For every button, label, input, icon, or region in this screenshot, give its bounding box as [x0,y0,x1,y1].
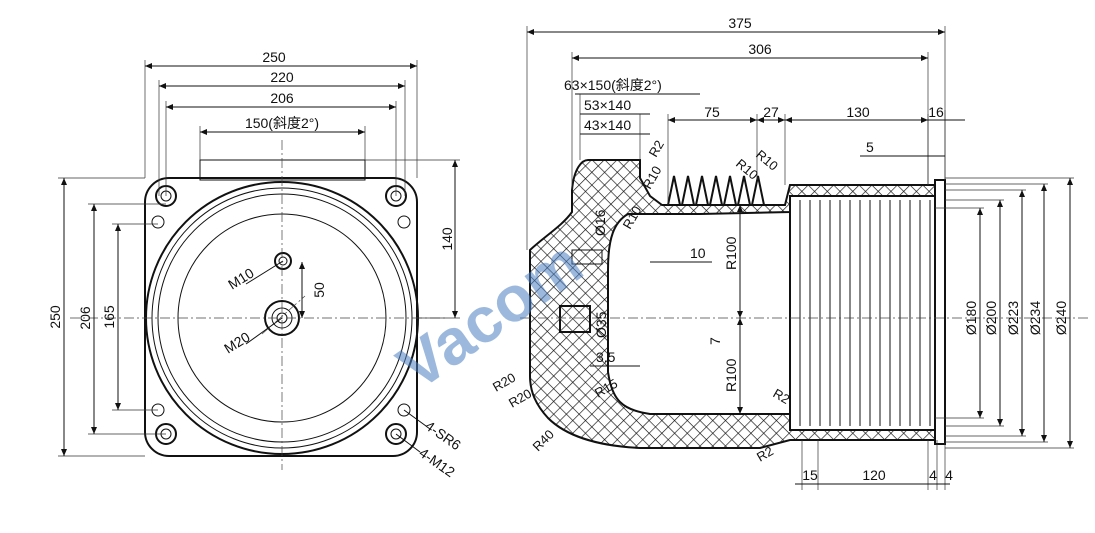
dim-d200: Ø200 [983,301,999,335]
rib-63x150: 63×150(斜度2°) [564,77,662,93]
sr6-seats [151,215,411,417]
dim-75: 75 [704,104,720,120]
dim-16: 16 [928,104,944,120]
dim-d240: Ø240 [1053,301,1069,335]
front-vertical-dims: 250 206 165 140 50 [47,159,460,457]
rib-43x140: 43×140 [584,117,631,133]
bellows-band [789,195,936,431]
dim-306: 306 [748,41,772,57]
dim-206-left: 206 [77,306,93,330]
label-r100-bottom: R100 [723,358,739,392]
dim-120: 120 [862,467,886,483]
section-overall-dims: 375 306 [526,15,946,250]
dim-15: 15 [802,467,818,483]
dim-d223: Ø223 [1005,301,1021,335]
callout-m10: M10 [225,264,257,292]
dim-4-b: 4 [945,467,953,483]
dim-50: 50 [311,282,327,298]
dim-165: 165 [101,305,117,329]
m16-bore [571,249,603,265]
body-section [529,159,936,449]
bellows-lines [799,200,931,426]
dim-150: 150(斜度2°) [245,115,319,131]
fillet-r2-a: R2 [771,386,793,407]
dim-220: 220 [270,69,294,85]
end-flange [934,179,946,445]
top-chain-dims: 75 27 130 16 5 [667,104,965,205]
rib-labels: 63×150(斜度2°) 53×140 43×140 [564,77,700,160]
fillet-r2-b: R2 [754,443,776,464]
label-d16: Ø16 [592,209,608,236]
dim-d180: Ø180 [963,301,979,335]
m10-hole [274,252,292,270]
dim-250-top: 250 [262,49,286,65]
section-view: 375 306 63×150(斜度2°) 53×140 43×140 75 2 [490,15,1090,490]
fillet-r20-a: R20 [490,370,518,395]
label-r2-top: R2 [646,138,667,160]
front-view: 250 220 206 150(斜度2°) 250 206 [47,49,464,480]
dim-27: 27 [763,104,779,120]
top-boss [199,159,366,181]
label-r10-d: R10 [640,163,665,191]
rib-53x140: 53×140 [584,97,631,113]
label-r100-top: R100 [723,236,739,270]
fillet-r40: R40 [530,427,557,454]
dim-d234: Ø234 [1027,301,1043,335]
dim-206-top: 206 [270,90,294,106]
dim-250-left: 250 [47,305,63,329]
top-fins [667,175,765,206]
dim-375: 375 [728,15,752,31]
dim-4-a: 4 [929,467,937,483]
label-3-5: 3.5 [596,349,616,365]
label-d35: Ø35 [593,311,609,338]
dim-140: 140 [439,227,455,251]
front-horizontal-dims: 250 220 206 150(斜度2°) [144,49,418,196]
label-7: 7 [707,337,723,345]
dim-130: 130 [846,104,870,120]
diameter-dims: Ø180 Ø200 Ø223 Ø234 Ø240 [935,177,1074,449]
label-10: 10 [690,245,706,261]
callout-m20: M20 [221,328,253,356]
m35-bore [559,305,591,333]
fillet-r20-b: R20 [506,386,534,411]
dim-5: 5 [866,139,874,155]
bottom-dims: 15 120 4 4 [795,440,953,490]
